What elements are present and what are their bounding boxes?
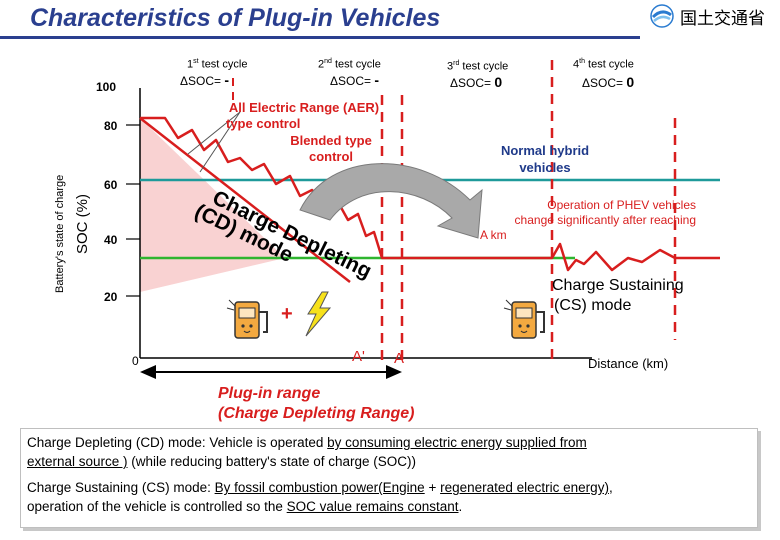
a-label: A: [394, 350, 405, 367]
title-underline: [0, 36, 640, 39]
fuel-pump-icon-1: [226, 299, 268, 339]
y-tick-40: 40: [104, 233, 118, 247]
cs-definition: Charge Sustaining (CS) mode: By fossil c…: [27, 480, 613, 514]
cd-diagonal-line: [139, 117, 351, 283]
cycle-4-soc: ΔSOC= 0: [582, 74, 635, 90]
cs-mode-label: Charge Sustaining(CS) mode: [552, 277, 684, 314]
aer-callout-line-2: [199, 111, 241, 173]
x-axis-label: Distance (km): [588, 356, 669, 371]
aer-callout-line-1: [187, 111, 241, 155]
y-tick-100: 100: [96, 80, 117, 94]
aer-label: All Electric Range (AER)type control: [226, 100, 380, 131]
y-tick-0: 0: [132, 354, 139, 368]
cd-definition: Charge Depleting (CD) mode: Vehicle is o…: [27, 435, 587, 469]
page-title: Characteristics of Plug-in Vehicles: [30, 4, 441, 32]
operation-phev-label: Operation of PHEV vehicles change signif…: [480, 198, 696, 242]
lightning-icon: [305, 291, 332, 337]
y-tick-20: 20: [104, 290, 118, 304]
cycle-2-soc: ΔSOC= -: [330, 72, 380, 88]
cycle-3-soc: ΔSOC= 0: [450, 74, 503, 90]
y-tick-80: 80: [104, 119, 118, 133]
mlit-logo-icon: [650, 4, 674, 28]
cycle-4-label: 4th test cycle: [573, 58, 634, 71]
cycle-1-label: 1st test cycle: [187, 58, 248, 71]
plugin-range-arrowhead-left: [140, 365, 156, 379]
ministry-logo: 国土交通省: [650, 2, 776, 30]
soc-diagram: [126, 60, 720, 379]
soc-trace: [140, 116, 720, 272]
plugin-range-arrowhead-right: [386, 365, 402, 379]
plugin-range-label: Plug-in range(Charge Depleting Range): [218, 385, 415, 422]
y-tick-60: 60: [104, 178, 118, 192]
a-prime-label: A': [352, 348, 365, 365]
fuel-pump-icon-2: [503, 299, 545, 339]
cycle-2-label: 2nd test cycle: [318, 58, 381, 71]
plus-sign: +: [281, 303, 293, 325]
cd-region-fill: [140, 118, 285, 292]
cycle-3-label: 3rd test cycle: [447, 60, 509, 73]
cycle-1-soc: ΔSOC= -: [180, 72, 230, 88]
transition-arrow: [299, 163, 483, 239]
logo-text: 国土交通省: [680, 8, 765, 29]
definitions-box: Charge Depleting (CD) mode: Vehicle is o…: [20, 428, 758, 528]
